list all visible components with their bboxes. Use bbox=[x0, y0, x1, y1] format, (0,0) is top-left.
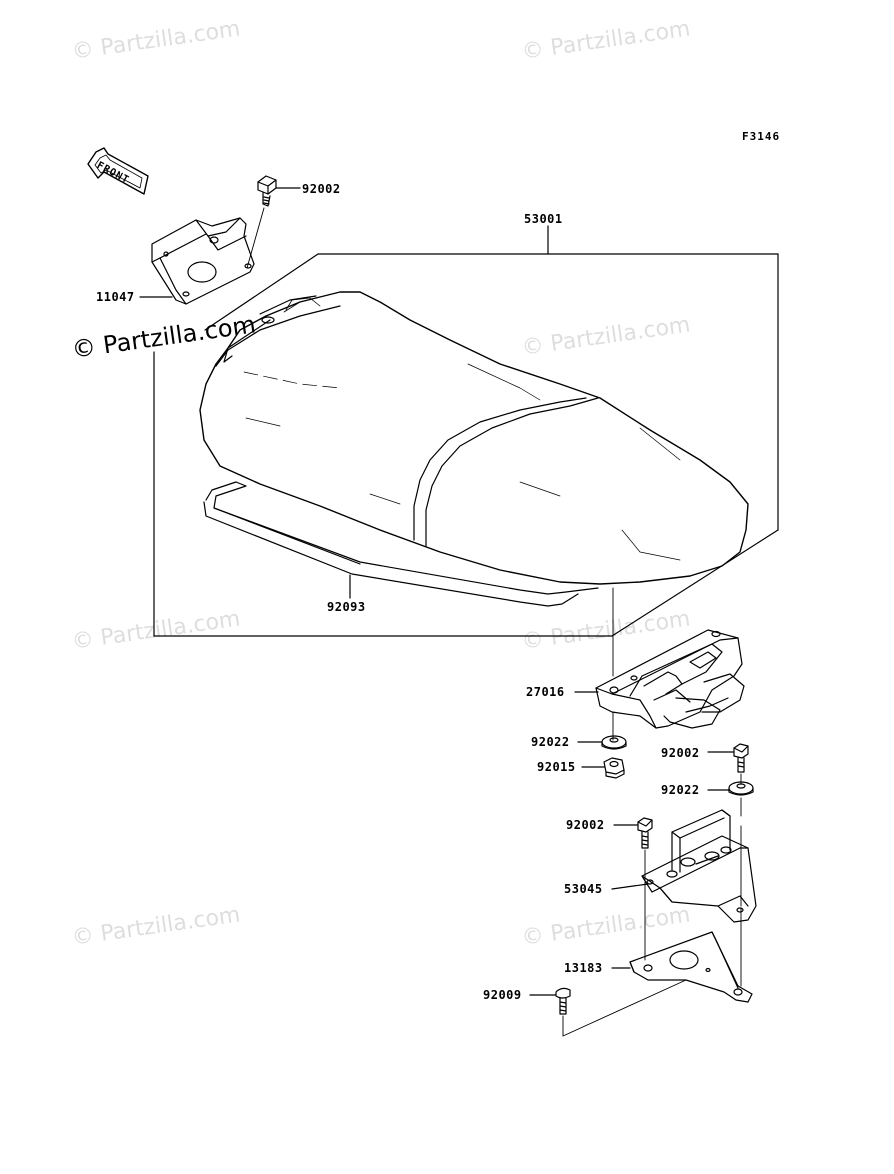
part-label-53045[interactable]: 53045 bbox=[564, 882, 603, 896]
bolt-92002-right bbox=[733, 743, 749, 773]
figure-code: F3146 bbox=[742, 130, 781, 143]
part-label-13183[interactable]: 13183 bbox=[564, 961, 603, 975]
part-label-92009[interactable]: 92009 bbox=[483, 988, 522, 1002]
bracket-11047 bbox=[151, 217, 255, 305]
frame-53001 bbox=[153, 225, 779, 637]
seat-53001 bbox=[199, 291, 749, 585]
bracket-53045 bbox=[641, 809, 757, 923]
leader-92002-top-down bbox=[246, 207, 265, 269]
screw-92009 bbox=[555, 987, 571, 1015]
part-label-53001[interactable]: 53001 bbox=[524, 212, 563, 226]
part-label-92015[interactable]: 92015 bbox=[537, 760, 576, 774]
nut-92015 bbox=[603, 757, 625, 779]
leader-92009-to-plate bbox=[562, 979, 687, 1037]
washer-92022-b bbox=[728, 781, 754, 796]
part-label-92022[interactable]: 92022 bbox=[661, 783, 700, 797]
part-label-92002[interactable]: 92002 bbox=[566, 818, 605, 832]
leader-53045 bbox=[611, 883, 649, 890]
front-arrow-icon bbox=[87, 147, 149, 195]
part-label-92093[interactable]: 92093 bbox=[327, 600, 366, 614]
part-label-92022[interactable]: 92022 bbox=[531, 735, 570, 749]
part-label-27016[interactable]: 27016 bbox=[526, 685, 565, 699]
bolt-92002-top bbox=[257, 175, 277, 207]
part-label-92002[interactable]: 92002 bbox=[302, 182, 341, 196]
seat-plate-92093 bbox=[203, 481, 599, 607]
washer-92022-a bbox=[601, 735, 627, 750]
latch-27016 bbox=[595, 629, 745, 729]
plate-13183 bbox=[629, 931, 753, 1003]
part-label-92002[interactable]: 92002 bbox=[661, 746, 700, 760]
part-label-11047[interactable]: 11047 bbox=[96, 290, 135, 304]
bolt-92002-mid bbox=[637, 817, 653, 849]
